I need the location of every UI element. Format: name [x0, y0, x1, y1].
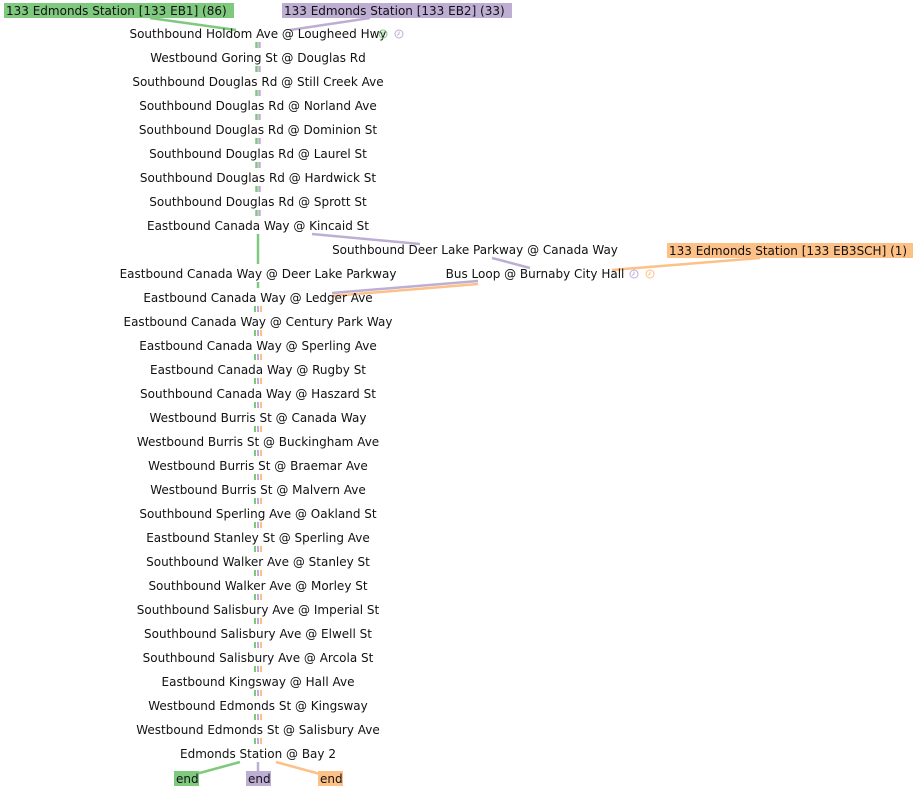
stop-label: Edmonds Station @ Bay 2	[180, 747, 336, 761]
route-header-eb3sch: 133 Edmonds Station [133 EB3SCH] (1)	[669, 244, 907, 258]
stop-label: Eastbound Canada Way @ Deer Lake Parkway	[120, 267, 397, 281]
stop-label: Southbound Douglas Rd @ Norland Ave	[139, 99, 377, 113]
stop-label: Westbound Edmonds St @ Kingsway	[148, 699, 368, 713]
branch-eb2-return	[331, 279, 479, 295]
stop-label: Eastbound Canada Way @ Century Park Way	[124, 315, 393, 329]
stop-label: Westbound Burris St @ Braemar Ave	[148, 459, 368, 473]
clock-icon	[645, 269, 655, 279]
stop-label: Westbound Edmonds St @ Salisbury Ave	[136, 723, 380, 737]
stop-label: Southbound Canada Way @ Haszard St	[140, 387, 376, 401]
route-header-eb2-box	[282, 3, 512, 18]
route-header-eb2: 133 Edmonds Station [133 EB2] (33)	[284, 4, 505, 18]
clock-icon	[378, 29, 388, 39]
stop-label: Southbound Douglas Rd @ Dominion St	[139, 123, 378, 137]
stop-label: Eastbound Stanley St @ Sperling Ave	[146, 531, 370, 545]
stop-label: Westbound Burris St @ Canada Way	[150, 411, 367, 425]
connector-eb1-end	[195, 760, 241, 776]
stop-label: Southbound Salisbury Ave @ Elwell St	[144, 627, 372, 641]
end-marker-eb3sch: end	[320, 772, 343, 786]
stop-label: Southbound Salisbury Ave @ Imperial St	[137, 603, 380, 617]
stop-label: Eastbound Canada Way @ Kincaid St	[147, 219, 369, 233]
stop-label: Eastbound Canada Way @ Rugby St	[150, 363, 366, 377]
route-header-eb1-box	[4, 3, 234, 18]
stop-label: Westbound Goring St @ Douglas Rd	[150, 51, 366, 65]
stop-label: Southbound Deer Lake Parkway @ Canada Wa…	[332, 243, 618, 257]
branch-eb3sch-return	[331, 282, 479, 298]
end-marker-eb3sch-box	[318, 771, 343, 786]
end-marker-eb2-box	[246, 771, 271, 786]
stop-label: Westbound Burris St @ Malvern Ave	[150, 483, 366, 497]
stop-label: Southbound Holdom Ave @ Lougheed Hwy	[129, 27, 386, 41]
stop-label: Southbound Walker Ave @ Stanley St	[146, 555, 370, 569]
stop-label: Eastbound Kingsway @ Hall Ave	[162, 675, 355, 689]
route-header-eb1: 133 Edmonds Station [133 EB1] (86)	[6, 4, 227, 18]
stop-label: Southbound Douglas Rd @ Sprott St	[149, 195, 367, 209]
connector-eb1-start	[149, 16, 237, 32]
branch-eb2-deer-lake	[311, 232, 421, 246]
stop-label: Southbound Walker Ave @ Morley St	[148, 579, 367, 593]
connector-eb3sch-start	[611, 256, 761, 272]
end-marker-eb1: end	[176, 772, 199, 786]
stop-label: Southbound Sperling Ave @ Oakland St	[139, 507, 376, 521]
stop-label: Southbound Douglas Rd @ Hardwick St	[140, 171, 376, 185]
end-marker-eb2: end	[248, 772, 271, 786]
stop-label: Southbound Douglas Rd @ Still Creek Ave	[132, 75, 383, 89]
route-header-eb3sch-box	[667, 243, 913, 258]
stop-label: Eastbound Canada Way @ Sperling Ave	[139, 339, 376, 353]
connector-eb3sch-end	[275, 760, 321, 776]
stop-label: Southbound Douglas Rd @ Laurel St	[149, 147, 367, 161]
connector-eb2-start	[289, 16, 371, 32]
clock-icon	[629, 269, 639, 279]
stop-label: Westbound Burris St @ Buckingham Ave	[137, 435, 379, 449]
end-marker-eb1-box	[174, 771, 199, 786]
branch-eb2-city-hall	[491, 256, 531, 270]
stop-label: Southbound Salisbury Ave @ Arcola St	[143, 651, 374, 665]
stop-label: Eastbound Canada Way @ Ledger Ave	[143, 291, 372, 305]
clock-icon	[394, 29, 404, 39]
stop-label: Bus Loop @ Burnaby City Hall	[446, 267, 625, 281]
